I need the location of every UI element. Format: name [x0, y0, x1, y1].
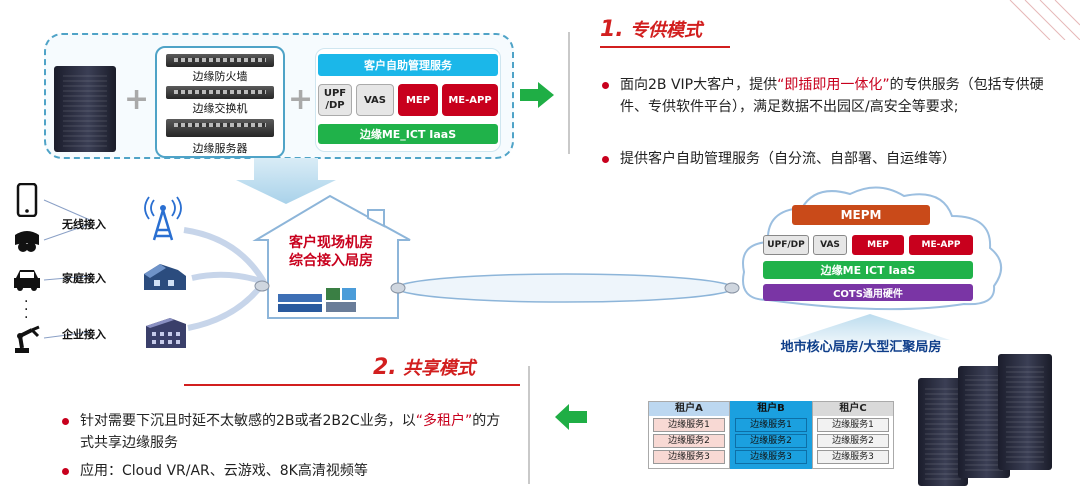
tenant-name: 租户B	[731, 402, 811, 416]
cots-hardware-bar: COTS通用硬件	[763, 284, 973, 301]
mode2-title-text: 共享模式	[402, 358, 475, 379]
cloud-module-upf: UPF/DP	[763, 235, 809, 255]
mepm-bar: MEPM	[792, 205, 930, 225]
backhaul-link	[390, 273, 740, 303]
cloud-module-mep: MEP	[852, 235, 904, 255]
device-label: 边缘交换机	[192, 102, 248, 115]
tenant-service: 边缘服务2	[653, 434, 725, 448]
module-mep: MEP	[398, 84, 438, 116]
switch-device-image	[166, 86, 274, 99]
device-label: 边缘服务器	[192, 142, 248, 155]
phone-icon	[16, 183, 38, 217]
house-label-line2: 综合接入局房	[289, 253, 373, 269]
home-building-icon	[144, 264, 186, 290]
mode2-bullet-1: 针对需要下沉且时延不太敏感的2B或者2B2C业务，以“多租户”的方式共享边缘服务	[62, 410, 510, 454]
module-upf: UPF /DP	[318, 84, 352, 116]
more-dots: ···	[24, 294, 29, 326]
access-label-home: 家庭接入	[62, 272, 106, 285]
corner-decoration	[1009, 0, 1080, 40]
right-arrow-icon	[520, 82, 554, 108]
server-rack-image	[54, 66, 116, 152]
module-me-app: ME-APP	[442, 84, 498, 116]
tenant-service: 边缘服务3	[735, 450, 807, 464]
car-icon	[14, 270, 40, 291]
mode1-bullet-2: 提供客户自助管理服务（自分流、自部署、自运维等）	[602, 148, 1060, 170]
plus-icon: +	[124, 82, 150, 117]
divider	[568, 32, 570, 154]
access-connection-lines	[43, 199, 91, 339]
device-label: 边缘防火墙	[192, 70, 248, 83]
mode1-title-text: 专供模式	[629, 20, 702, 41]
mode2-title: 2. 共享模式	[373, 354, 475, 380]
server-rack-image	[998, 354, 1052, 470]
access-label-wireless: 无线接入	[62, 218, 106, 231]
core-office-label: 地市核心局房/大型汇聚局房	[780, 340, 942, 355]
mode1-number: 1.	[600, 17, 624, 42]
tenant-service: 边缘服务1	[817, 418, 889, 432]
up-funnel-arrow	[790, 314, 950, 354]
tenant-a: 租户A 边缘服务1 边缘服务2 边缘服务3	[648, 401, 730, 469]
site-equipment-icon	[278, 288, 356, 312]
self-service-bar: 客户自助管理服务	[318, 54, 498, 76]
mode2-bullet-2: 应用：Cloud VR/AR、云游戏、8K高清视频等	[62, 460, 520, 482]
cloud-module-me-app: ME-APP	[909, 235, 973, 255]
plus-icon: +	[288, 82, 314, 117]
firewall-device-image	[166, 54, 274, 67]
robot-arm-icon	[15, 325, 40, 353]
tenant-service: 边缘服务1	[735, 418, 807, 432]
mode1-bullet-1: 面向2B VIP大客户，提供“即插即用一体化”的专供服务（包括专供硬件、专供软件…	[602, 74, 1050, 118]
cell-tower-icon	[144, 196, 182, 241]
tenant-service: 边缘服务2	[817, 434, 889, 448]
left-arrow-icon	[555, 404, 587, 430]
tenant-name: 租户C	[813, 402, 893, 416]
module-vas: VAS	[356, 84, 394, 116]
tenant-name: 租户A	[649, 402, 729, 416]
tenant-service: 边缘服务2	[735, 434, 807, 448]
tenant-service: 边缘服务3	[817, 450, 889, 464]
mode2-underline	[184, 384, 520, 386]
cloud-iaas-bar: 边缘ME ICT IaaS	[763, 261, 973, 279]
tenant-c: 租户C 边缘服务1 边缘服务2 边缘服务3	[812, 401, 894, 469]
customer-site-house	[252, 194, 411, 319]
router-icon	[254, 280, 270, 292]
down-funnel-arrow	[236, 158, 336, 204]
tenant-b: 租户B 边缘服务1 边缘服务2 边缘服务3	[730, 401, 812, 469]
tenant-service: 边缘服务3	[653, 450, 725, 464]
divider	[528, 366, 530, 484]
enterprise-building-icon	[146, 318, 186, 348]
mode2-number: 2.	[373, 355, 397, 380]
house-label-line1: 客户现场机房	[289, 235, 373, 251]
access-label-enterprise: 企业接入	[62, 328, 106, 341]
mode1-underline	[600, 46, 730, 48]
vr-headset-icon	[15, 231, 39, 252]
tenant-service: 边缘服务1	[653, 418, 725, 432]
server-device-image	[166, 119, 274, 137]
iaas-bar: 边缘ME_ICT IaaS	[318, 124, 498, 144]
cloud-module-vas: VAS	[813, 235, 847, 255]
mode1-title: 1. 专供模式	[600, 16, 702, 42]
